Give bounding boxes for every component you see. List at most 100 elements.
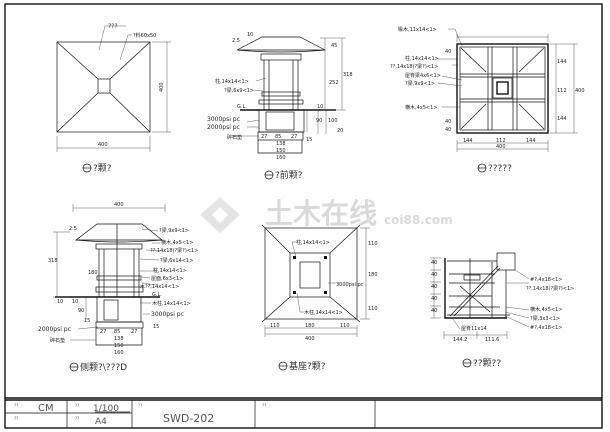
dim-text: 85	[114, 329, 120, 335]
dim-text: 400	[575, 88, 585, 94]
side-elevation-label: ?梁,9x9<1>	[159, 227, 189, 234]
sheet-border	[4, 3, 603, 429]
dim-text: 90	[316, 118, 322, 124]
title-block-label: ??	[75, 416, 79, 421]
side-elevation-label: 屋面,6x3<1>	[151, 276, 183, 282]
dim-text: 138	[276, 141, 286, 147]
dim-text: 252	[329, 80, 339, 86]
dim-text: 15	[153, 324, 159, 330]
roof-plan-material-label: ?料60x50	[133, 32, 156, 39]
side-elevation-label: 碎石垫	[50, 337, 65, 344]
dim-text: 144	[557, 116, 567, 122]
framing-plan-label: 柱,14x14<1>	[405, 55, 439, 62]
dim-text: 111.6	[485, 337, 499, 343]
dim-text: 110	[340, 323, 350, 329]
roof-plan-label: ???	[108, 23, 118, 30]
dim-text: 2.5	[232, 38, 240, 44]
dim-text: 2.5	[69, 226, 77, 232]
dim-text: 100	[328, 118, 338, 124]
title-block-label: ??	[75, 403, 79, 408]
watermark: 土木在线 coi88.com	[200, 197, 453, 233]
watermark-sub: coi88.com	[384, 213, 453, 227]
dim-text: 15	[84, 318, 90, 324]
detail-label: #?,4x18<1>	[530, 325, 563, 331]
dim-text: 45	[331, 43, 337, 49]
dim-text: 20	[337, 128, 343, 134]
front-elevation-label: 柱,14x14<1>	[215, 78, 249, 85]
dim-text: 10	[247, 32, 253, 38]
title-block-designer: CM	[38, 403, 54, 414]
dim-text: 112	[496, 138, 506, 144]
foundation-plan-label: 3000psi pc	[336, 282, 364, 288]
front-elevation-label: 2000psi pc	[207, 124, 240, 131]
foundation-plan-label: 木柱,14x14<1>	[304, 309, 343, 316]
dim-text: 40	[445, 127, 451, 133]
dim-text: 180	[88, 270, 98, 276]
dim-text: 180	[368, 272, 378, 278]
dim-text: 40	[431, 260, 437, 266]
side-elevation-caption: 侧颗?\???D	[80, 361, 127, 373]
framing-plan-label: 椽木,11x14<1>	[398, 26, 437, 33]
front-elevation-label: G.L.	[237, 104, 247, 110]
dim-text: 40	[445, 119, 451, 125]
title-block: ?? CM ?? ?? 1/100 ?? A4 ?? SWD-202 ??	[5, 397, 602, 428]
front-elevation-label: 碎石垫	[227, 134, 242, 141]
side-elevation-label: 横木,4x5<1>	[161, 239, 193, 246]
dim-text: 400	[114, 202, 124, 208]
front-elevation-label: ?梁,6x9<1>	[224, 87, 254, 94]
dim-text: 144.2	[453, 337, 467, 343]
dim-text: 10	[317, 104, 323, 110]
dim-text: 27	[261, 134, 267, 140]
detail-label: 横木,4x5<1>	[530, 306, 562, 313]
post-markers	[293, 256, 327, 294]
foundation-plan-label: 柱,14x14<1>	[296, 239, 330, 246]
dim-text: 40	[431, 296, 437, 302]
dim-text: 180	[305, 323, 315, 329]
foundation-plan-caption: 基座?颗?	[289, 360, 326, 372]
dim-text: 10	[72, 299, 78, 305]
roof-plan-view: ??? ?料60x50 400 400 ?颗?	[56, 23, 171, 174]
side-elevation-label: 3000psi pc	[151, 311, 184, 318]
side-elevation-label: ??,14x18(?梁?)<1>	[150, 247, 198, 254]
dim-text: 400	[305, 336, 315, 342]
dim-text: 27	[100, 329, 106, 335]
framing-plan-label: ?梁,9x9<1>	[405, 80, 435, 87]
dim-text: 27	[291, 134, 297, 140]
roof-plan-width-dim: 400	[98, 142, 108, 148]
side-elevation-label: 木??,14x14<1>	[140, 283, 179, 290]
dim-text: 40	[431, 272, 437, 278]
framing-plan-label: 屋脊梁4x6<1>	[405, 72, 441, 79]
roof-plan-height-dim: 400	[159, 82, 165, 92]
watermark-text: 土木在线	[265, 197, 377, 230]
side-elevation-label: ?梁,6x14<1>	[160, 257, 193, 264]
dim-text: 112	[557, 88, 567, 94]
dim-text: 138	[114, 336, 124, 342]
dim-text: 160	[276, 155, 286, 161]
corner-detail-view: 40 40 40 40 40 144.2 111.6 #?,4x18<1> ??…	[430, 252, 574, 369]
detail-label: ??,14x18(?梁?)<1>	[526, 285, 574, 292]
foundation-plan-view: 110 180 110 400 110 180 110 柱,14x14<1> 3…	[261, 224, 378, 372]
side-elevation-label: 柱,14x14<1>	[153, 267, 187, 274]
dim-text: 27	[131, 329, 137, 335]
front-elevation-caption: ?前颗?	[275, 169, 303, 181]
dim-text: 318	[48, 258, 58, 264]
dim-text: 10	[57, 299, 63, 305]
side-elevation-label: 木柱,14x14<1>	[152, 300, 191, 307]
dim-text: 144	[463, 138, 473, 144]
dim-text: 110	[270, 323, 280, 329]
detail-label: ?梁,3x3<1>	[530, 315, 560, 322]
dim-text: 400	[496, 144, 506, 150]
dim-text: 15	[306, 137, 312, 143]
dim-text: 40	[431, 284, 437, 290]
front-elevation-dims: 10 2.5 45 318 252 10 90 100 20 15 27 85 …	[232, 32, 353, 161]
framing-plan-label: 横木,4x5<1>	[405, 104, 437, 111]
side-elevation-view: 400 10 2.5 318 180 10 90 15 15 27 85 27 …	[38, 202, 198, 373]
title-block-size: A4	[95, 417, 107, 427]
dim-text: 144	[557, 59, 567, 65]
title-block-label: ??	[262, 403, 266, 408]
framing-plan-label: ??,14x18(?梁?)<1>	[390, 63, 438, 70]
roof-plan-caption: ?颗?	[93, 163, 112, 174]
framing-plan-view: 144 112 144 400 144 112 144 400 40 40 40…	[390, 26, 585, 174]
title-block-label: ??	[14, 403, 18, 408]
